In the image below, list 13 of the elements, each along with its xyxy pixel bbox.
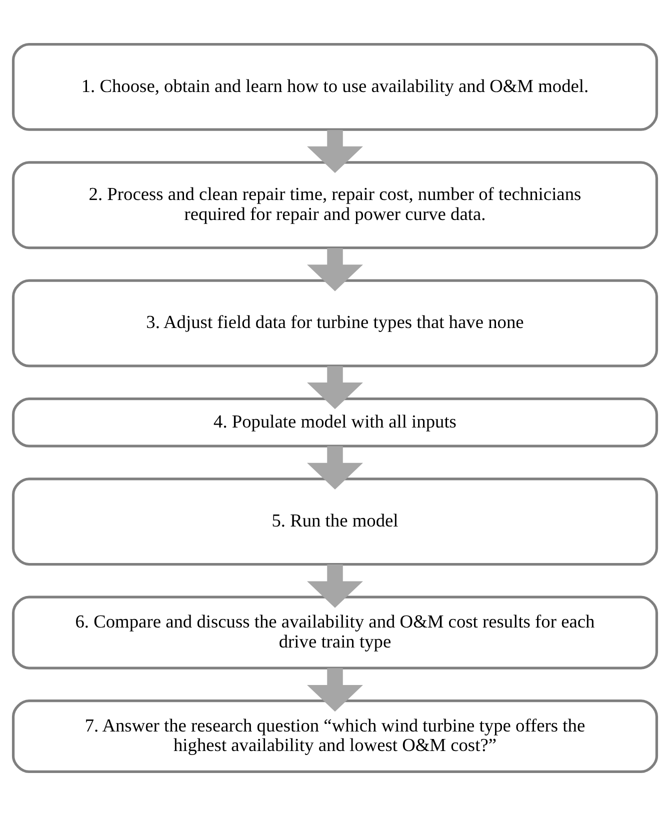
arrow — [307, 668, 363, 712]
arrow — [307, 248, 363, 292]
node-box: 4. Populate model with all inputs — [12, 398, 658, 448]
node-box: 1. Choose, obtain and learn how to use availability and O&M model. — [12, 42, 658, 131]
arrow — [307, 564, 363, 608]
node-box: 3. Adjust field data for turbine types that have none — [12, 279, 658, 368]
arrow — [307, 130, 363, 174]
arrow — [307, 446, 363, 490]
node-box: 7. Answer the research question “which wind turbine type offers the highest availability and lowest O&M cost?” — [12, 700, 658, 774]
node-box: 2. Process and clean repair time, repair cost, number of technicians required for repair and power curve data. — [12, 161, 658, 250]
arrow — [307, 366, 363, 410]
node-box: 5. Run the model — [12, 478, 658, 566]
node-box: 6. Compare and discuss the availability and O&M cost results for each drive train type — [12, 596, 658, 670]
